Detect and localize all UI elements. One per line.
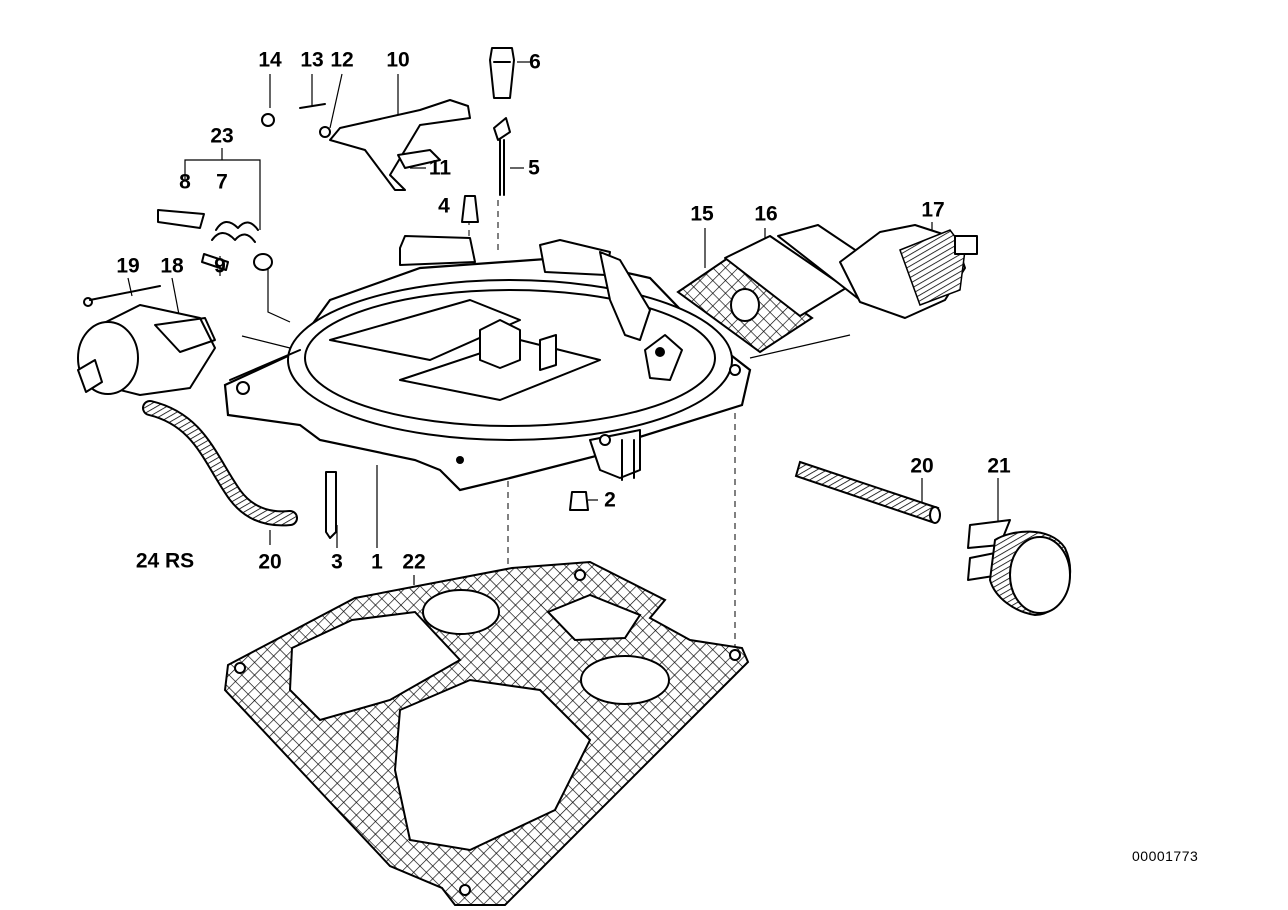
- callout-10: 10: [386, 48, 410, 72]
- tube-20-right: [794, 460, 941, 524]
- callout-21: 21: [987, 454, 1011, 478]
- callout-20-left: 20: [258, 550, 282, 574]
- callout-9: 9: [214, 254, 226, 278]
- carburetor-body-1: [223, 235, 752, 492]
- callout-14: 14: [258, 48, 282, 72]
- callout-17: 17: [921, 198, 945, 222]
- callout-7: 7: [216, 170, 228, 194]
- callout-6: 6: [529, 50, 541, 74]
- callout-20-right: 20: [910, 454, 934, 478]
- callout-15: 15: [690, 202, 714, 226]
- callout-22: 22: [402, 550, 426, 574]
- callout-23: 23: [210, 124, 234, 148]
- callout-13: 13: [300, 48, 324, 72]
- callout-2: 2: [604, 488, 616, 512]
- cap-21: [967, 519, 1072, 617]
- callout-3: 3: [331, 550, 343, 574]
- base-gasket-22: [223, 560, 750, 906]
- callout-16: 16: [754, 202, 778, 226]
- callout-18: 18: [160, 254, 184, 278]
- callout-1: 1: [371, 550, 383, 574]
- vacuum-hose-20-left: [142, 400, 298, 527]
- callout-24-rs: 24 RS: [135, 549, 195, 573]
- drawing-code: 00001773: [1132, 848, 1199, 864]
- callout-11: 11: [428, 156, 452, 180]
- vacuum-unit-18-19: [77, 285, 216, 396]
- callout-19: 19: [116, 254, 140, 278]
- choke-assembly-15-16-17: [676, 224, 978, 354]
- callout-5: 5: [528, 156, 540, 180]
- callout-12: 12: [330, 48, 354, 72]
- small-parts: [157, 47, 589, 539]
- callout-4: 4: [438, 194, 450, 218]
- callout-8: 8: [179, 170, 191, 194]
